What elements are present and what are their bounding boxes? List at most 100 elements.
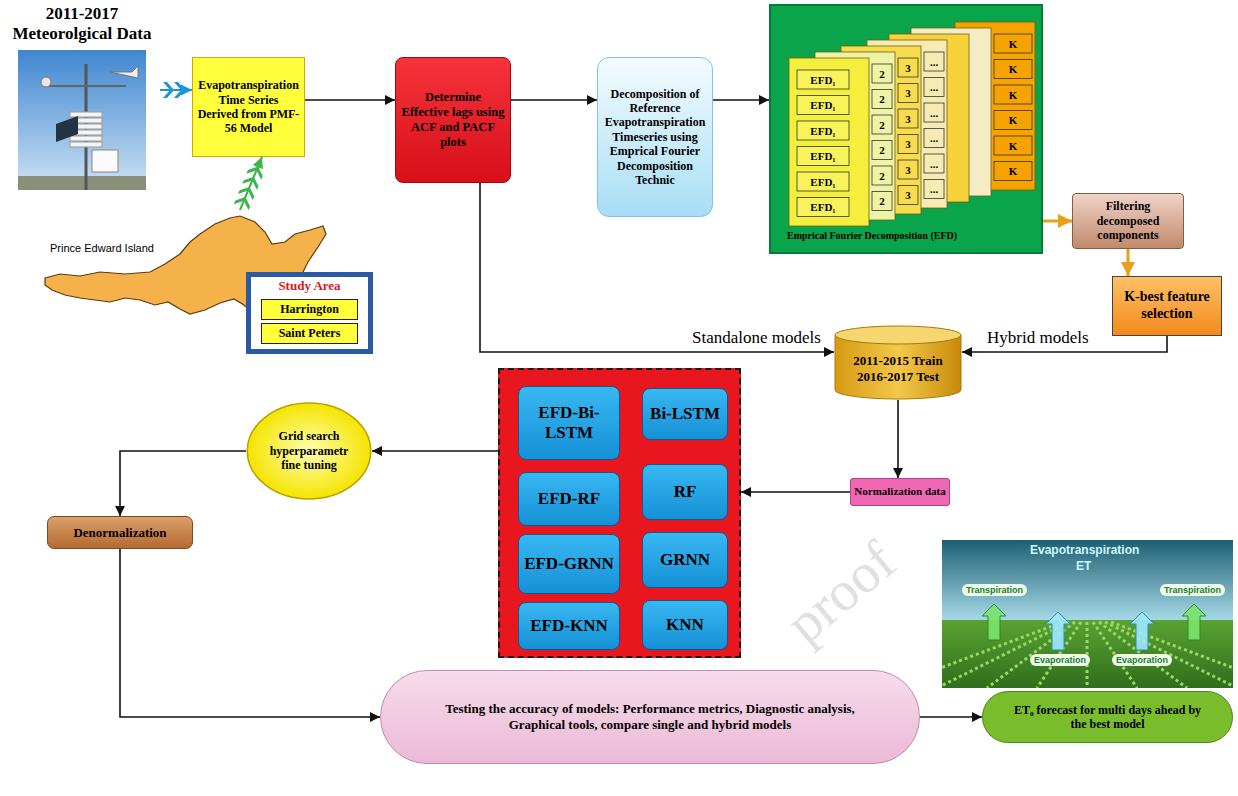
component-label: EFD₁ — [797, 70, 849, 89]
chevron — [163, 82, 174, 98]
chevron — [238, 184, 257, 200]
node-text: EFD-KNN — [530, 616, 607, 636]
component-cell — [994, 136, 1032, 155]
database-cylinder: 2011-2015 Train 2016-2017 Test — [834, 325, 962, 400]
node-text: Decomposition of Reference Evapotranspir… — [602, 87, 708, 188]
illustration-label: Evaporation — [1112, 654, 1172, 666]
component-label: K — [994, 34, 1032, 53]
component-label: 2 — [872, 64, 892, 83]
chevron — [174, 82, 185, 98]
connector — [372, 450, 498, 452]
connector — [120, 451, 246, 516]
component-cell — [898, 135, 918, 154]
decomposition-panel: Emprical Fourier Decomposition (EFD) EFD₁… — [769, 4, 1043, 254]
component-label: 3 — [898, 186, 918, 205]
component-cell — [797, 121, 849, 140]
component-label: 2 — [872, 166, 892, 185]
component-card — [789, 58, 869, 226]
radiation-shield — [70, 142, 102, 147]
evaporation-arrow — [1046, 612, 1070, 650]
connector — [120, 549, 380, 717]
component-cell — [924, 103, 944, 122]
model-panel: EFD-Bi-LSTM Bi-LSTM EFD-RF RF EFD-GRNN GRNN EF… — [498, 368, 741, 658]
node-text: GRNN — [660, 550, 710, 570]
component-label: ... — [924, 129, 944, 148]
node-text: KNN — [666, 615, 704, 635]
node-text: ET₀ forecast for multi days ahead by the… — [1008, 703, 1208, 732]
model-box: RF — [642, 464, 728, 520]
component-cell — [872, 192, 892, 211]
node-text: Emprical Fourier Decomposition (EFD) — [787, 230, 957, 242]
component-cell — [924, 154, 944, 173]
component-label: EFD₁ — [797, 121, 849, 140]
node-text: Filtering decomposed components — [1078, 199, 1178, 242]
radiation-shield — [70, 136, 102, 141]
model-box: EFD-RF — [518, 472, 620, 526]
chevron — [246, 164, 265, 180]
model-box: GRNN — [642, 532, 728, 588]
solar-panel — [56, 116, 78, 142]
component-label: ... — [924, 180, 944, 199]
process-box: Normalization data — [850, 478, 950, 506]
node-text: Bi-LSTM — [650, 404, 720, 424]
component-cell — [924, 180, 944, 199]
component-cell — [872, 141, 892, 160]
edge-label: Hybrid models — [985, 328, 1091, 348]
node-text: EFD-GRNN — [524, 554, 614, 574]
component-label: K — [994, 162, 1032, 181]
node-text: 2011-2015 Train 2016-2017 Test — [845, 353, 951, 384]
component-label: 3 — [898, 84, 918, 103]
component-label: K — [994, 85, 1032, 104]
node-text: Evapotranspiration Time Series Derived f… — [197, 78, 300, 136]
watermark: proof — [773, 529, 907, 656]
component-cell — [994, 60, 1032, 79]
component-label: ... — [924, 154, 944, 173]
component-cell — [924, 129, 944, 148]
cylinder-body — [835, 335, 961, 399]
component-cell — [898, 186, 918, 205]
connector — [897, 400, 899, 478]
component-label: EFD₁ — [797, 172, 849, 191]
transpiration-arrow — [982, 604, 1006, 640]
node-text: Normalization data — [854, 485, 945, 498]
component-label: ... — [924, 52, 944, 71]
process-box: K-best feature selection — [1112, 276, 1222, 336]
component-cell — [872, 115, 892, 134]
node-text: Testing the accuracy of models: Performa… — [435, 701, 865, 732]
component-cell — [872, 64, 892, 83]
component-cell — [797, 198, 849, 217]
node-text: Denormalization — [73, 525, 166, 541]
model-box: KNN — [642, 600, 728, 650]
anemometer-cup — [41, 77, 51, 87]
evaporation-arrow — [1130, 612, 1154, 650]
connector — [511, 99, 597, 101]
illustration-label: Transpiration — [962, 584, 1027, 596]
evaluation-pill: Testing the accuracy of models: Performa… — [380, 670, 920, 764]
component-cell — [898, 160, 918, 179]
component-cell — [994, 162, 1032, 181]
component-label: 2 — [872, 192, 892, 211]
study-area-box: Study AreaHarringtonSaint Peters — [246, 272, 373, 354]
edge-label: Standalone models — [690, 328, 823, 348]
chevron — [242, 174, 261, 190]
component-label: 3 — [898, 109, 918, 128]
component-label: ... — [924, 78, 944, 97]
connector — [240, 157, 262, 210]
component-cell — [797, 96, 849, 115]
node-text: RF — [674, 482, 697, 502]
component-cell — [994, 34, 1032, 53]
radiation-shield — [70, 112, 102, 117]
component-label: EFD₁ — [797, 147, 849, 166]
connector — [741, 491, 850, 493]
illustration-label: Evaporation — [1030, 654, 1090, 666]
component-cell — [872, 90, 892, 109]
process-box: Denormalization — [47, 516, 193, 549]
node-text: Saint Peters — [279, 326, 341, 340]
station-arm — [46, 85, 126, 87]
chevron — [234, 194, 253, 210]
node-text: EFD-Bi-LSTM — [523, 403, 615, 444]
node-text: Harrington — [280, 302, 339, 316]
cylinder-top — [835, 326, 961, 344]
component-cell — [797, 172, 849, 191]
